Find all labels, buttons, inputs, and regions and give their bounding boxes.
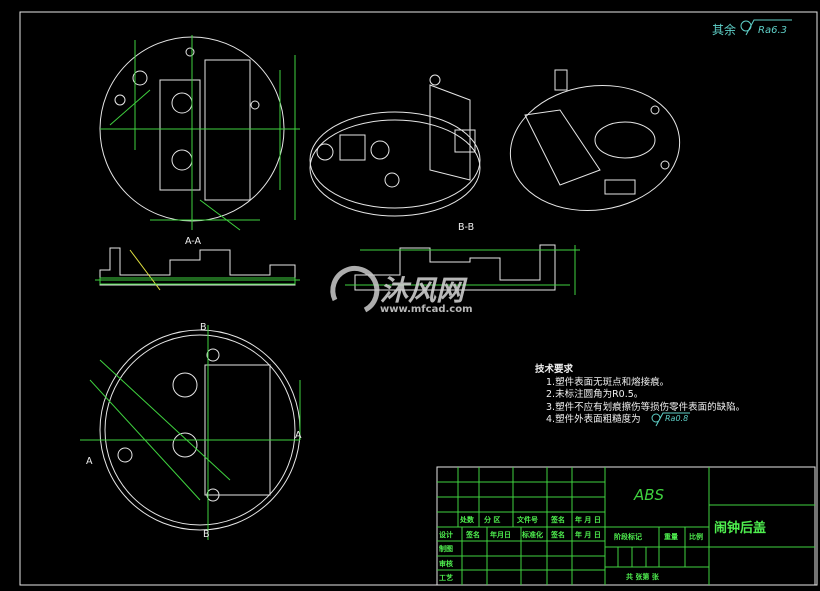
section-aa-view xyxy=(100,35,300,230)
stage-label: 阶段标记 xyxy=(614,532,642,541)
section-aa-label: A-A xyxy=(185,236,202,247)
header-cell: 处数 xyxy=(459,515,475,524)
header-cell: 分 区 xyxy=(484,515,500,524)
technical-requirements: 技术要求 1.塑件表面无斑点和熔接痕。 2.未标注圆角为R0.5。 3.塑件不应… xyxy=(535,363,745,426)
part-name: 闹钟后盖 xyxy=(714,520,766,536)
roughness-note: 其余 Ra6.3 xyxy=(712,20,792,37)
header-cell: 文件号 xyxy=(517,515,538,524)
section-marker-b-top: B xyxy=(200,322,207,333)
watermark: 沐风网 www.mfcad.com xyxy=(333,268,473,315)
design-cell: 签名 xyxy=(465,530,480,539)
design-cell: 设计 xyxy=(439,530,453,539)
roughness-label: 其余 xyxy=(712,22,736,37)
isometric-view-back xyxy=(502,70,688,221)
side-label: 工艺 xyxy=(439,573,453,582)
tech-req-item: 3.塑件不应有划痕擦伤等损伤零件表面的缺陷。 xyxy=(546,401,745,413)
design-cell: 签名 xyxy=(550,530,565,539)
title-block: ABS 闹钟后盖 处数 分 区 文件号 签名 年 月 日 设计 签名 年月日 标… xyxy=(437,467,815,585)
bottom-view xyxy=(80,325,300,540)
scale-label: 比例 xyxy=(689,532,703,541)
side-label: 制图 xyxy=(439,544,453,553)
section-marker-a-left: A xyxy=(86,456,93,467)
tech-req-item: 2.未标注圆角为R0.5。 xyxy=(546,388,643,400)
watermark-url: www.mfcad.com xyxy=(380,304,473,315)
roughness-value: Ra6.3 xyxy=(758,25,787,36)
header-cell: 年 月 日 xyxy=(575,515,601,524)
design-cell: 年 月 日 xyxy=(575,530,601,539)
tech-req-roughness: Ra0.8 xyxy=(665,414,688,423)
section-bb-label: B-B xyxy=(458,222,474,233)
section-aa-profile xyxy=(95,248,300,290)
design-cell: 标准化 xyxy=(521,530,543,539)
tech-req-title: 技术要求 xyxy=(535,363,574,375)
section-marker-b-bottom: B xyxy=(203,529,210,540)
section-marker-a-right: A xyxy=(295,430,302,441)
watermark-text: 沐风网 xyxy=(380,274,468,307)
header-cell: 签名 xyxy=(550,515,565,524)
material-label: ABS xyxy=(633,486,665,504)
tech-req-item: 4.塑件外表面粗糙度为 xyxy=(546,413,641,425)
side-label: 审核 xyxy=(439,559,453,568)
weight-label: 重量 xyxy=(664,532,678,541)
isometric-view-front xyxy=(310,75,480,216)
tech-req-item: 1.塑件表面无斑点和熔接痕。 xyxy=(546,376,669,388)
design-cell: 年月日 xyxy=(490,530,511,539)
sheets-label: 共 张第 张 xyxy=(626,572,660,581)
